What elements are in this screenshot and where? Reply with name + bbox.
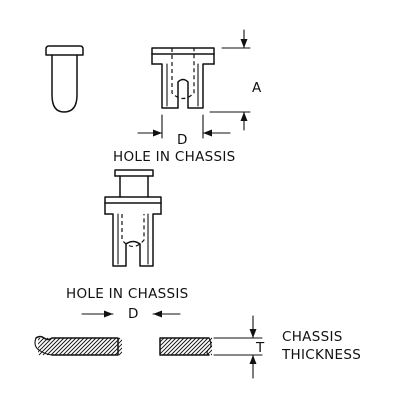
section-hatch-line: [182, 337, 201, 356]
section-hatch-line: [70, 337, 89, 356]
dimension-a-label: A: [252, 80, 262, 96]
section-hatch-line: [66, 337, 85, 356]
section-hatch-line: [98, 337, 117, 356]
dimension-d-bottom-label: D: [128, 306, 139, 322]
section-hatch-line: [62, 337, 81, 356]
section-hatch-line: [38, 337, 41, 341]
grommet-sleeve-view: [151, 47, 215, 109]
section-hatch-line: [202, 345, 212, 356]
section-hatch-line: [186, 337, 205, 356]
hole-in-chassis-top-label: HOLE IN CHASSIS: [113, 149, 236, 165]
section-hatch-line: [54, 337, 73, 356]
chassis-thickness-label-line1: CHASSIS: [282, 329, 343, 345]
section-hatch-line: [166, 337, 185, 356]
section-hatch-line: [38, 337, 53, 353]
section-hatch-line: [90, 337, 109, 356]
section-hatch-line: [46, 337, 65, 356]
section-hatch-line: [190, 337, 209, 356]
section-hatch-line: [58, 337, 77, 356]
section-hatch-line: [170, 337, 189, 356]
dimension-t: T: [213, 315, 265, 379]
section-hatch-line: [174, 337, 193, 356]
section-hatch-line: [78, 337, 97, 356]
section-hatch-line: [38, 337, 45, 345]
section-hatch-line: [19, 338, 36, 355]
section-hatch-line: [206, 349, 212, 356]
section-hatch-line: [162, 337, 181, 356]
section-hatch-line: [160, 337, 177, 355]
chassis-thickness-label-line2: THICKNESS: [281, 347, 361, 363]
section-hatch-line: [210, 353, 212, 356]
section-hatch-line: [110, 343, 122, 356]
dimension-d-bottom: D: [81, 306, 181, 322]
section-hatch-line: [94, 337, 113, 356]
section-hatch-line: [86, 337, 105, 356]
section-hatch-line: [160, 338, 161, 339]
dimension-a: A: [209, 29, 262, 131]
chassis-section-right: [159, 337, 212, 356]
section-hatch-line: [82, 337, 101, 356]
section-hatch-line: [160, 337, 169, 347]
dimension-t-label: T: [255, 340, 265, 356]
section-hatch-line: [118, 351, 122, 356]
section-hatch-line: [106, 339, 122, 356]
section-hatch-line: [198, 341, 212, 356]
section-hatch-line: [160, 337, 165, 343]
section-hatch-line: [102, 337, 121, 356]
section-hatch-line: [50, 337, 69, 356]
hole-in-chassis-bottom-label: HOLE IN CHASSIS: [66, 286, 189, 302]
section-hatch-line: [160, 337, 173, 351]
chassis-section-left: [19, 335, 122, 356]
section-hatch-line: [38, 337, 49, 349]
section-hatch-line: [178, 337, 197, 356]
assembled-rivet-view: [104, 169, 162, 267]
dimension-d-top-label: D: [177, 132, 188, 148]
section-hatch-line: [42, 337, 61, 356]
pin-side-view: [45, 45, 84, 113]
section-hatch-line: [74, 337, 93, 356]
section-hatch-line: [194, 337, 212, 356]
dimension-d-top: D: [137, 114, 231, 148]
